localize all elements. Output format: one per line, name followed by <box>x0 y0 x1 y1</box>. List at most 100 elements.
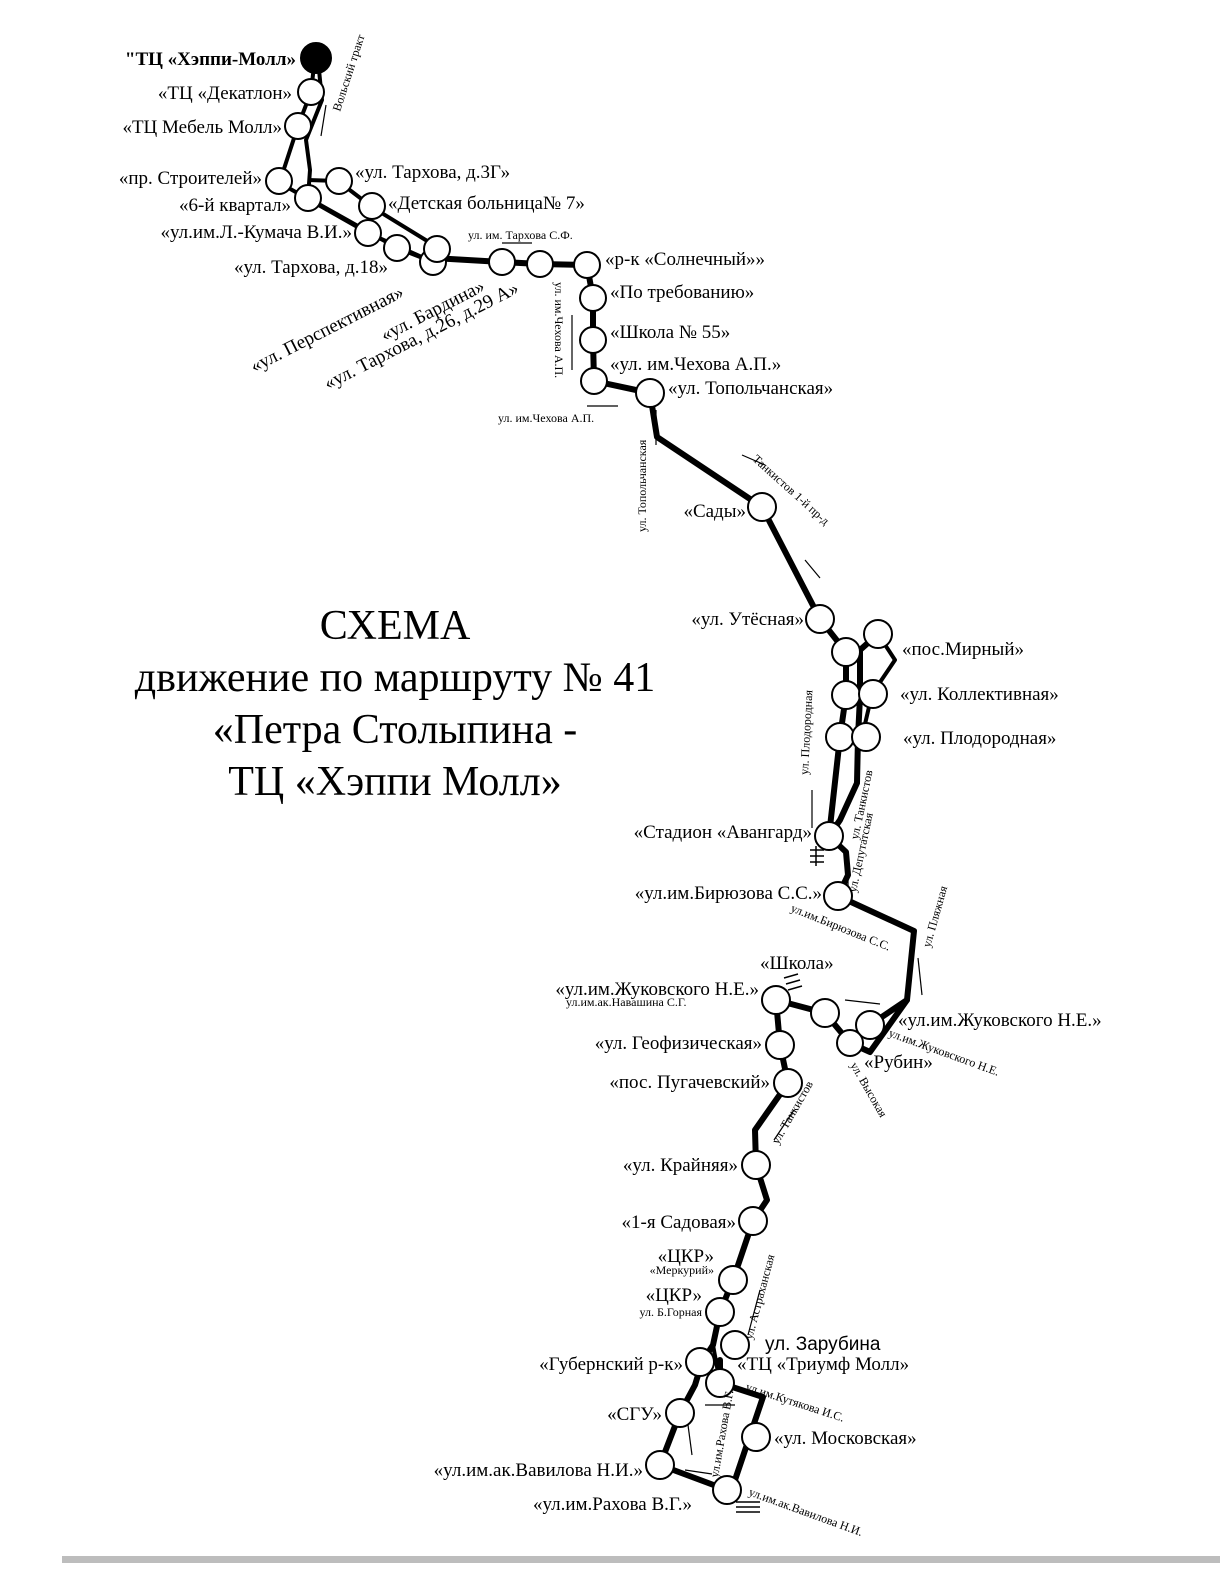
stop-circle <box>773 1068 803 1098</box>
stop-label: «ул. Тархова, д.26, д.29 А» <box>321 278 523 395</box>
stop-circle <box>831 680 861 710</box>
stop-label: «ул. Утёсная» <box>691 609 804 630</box>
stop-label: «Сады» <box>683 501 746 522</box>
stop-circle <box>297 78 325 106</box>
stop-label: «пос.Мирный» <box>902 639 1024 660</box>
street-arrow <box>687 1424 693 1456</box>
stop-circle <box>823 881 853 911</box>
stop-circle <box>358 192 386 220</box>
stop-circle <box>580 367 608 395</box>
stop-circle <box>526 250 554 278</box>
title-line: СХЕМА <box>319 603 471 649</box>
stop-circle <box>383 234 411 262</box>
stop-label: «6-й квартал» <box>179 195 291 216</box>
street-arrow <box>684 1469 713 1475</box>
title-line: движение по маршруту № 41 <box>134 655 656 701</box>
stop-label: «ЦКР» <box>646 1285 702 1306</box>
stop-label: «Школа» <box>760 953 834 974</box>
stop-circle <box>825 722 855 752</box>
stop-label: «ул. Тархова, д.18» <box>234 257 388 278</box>
stop-label: "ТЦ «Хэппи-Молл» <box>125 49 296 70</box>
stop-circle <box>712 1475 742 1505</box>
stop-label: «ул. Крайняя» <box>623 1155 738 1176</box>
street-label: ул. Пляжная <box>919 884 950 949</box>
route-segment <box>307 178 439 249</box>
stop-label: «пос. Пугачевский» <box>609 1072 770 1093</box>
street-label: ул.им.Рахова В.Г. <box>707 1389 736 1479</box>
stop-circle <box>858 679 888 709</box>
stop-label: «ул. им.Чехова А.П.» <box>610 354 781 375</box>
stop-circle <box>741 1422 771 1452</box>
stop-circle <box>294 184 322 212</box>
stop-circle <box>685 1347 715 1377</box>
stop-label: «Стадион «Авангард» <box>634 822 812 843</box>
stop-circle <box>718 1265 748 1295</box>
stop-label: «пр. Строителей» <box>119 168 262 189</box>
street-arrow <box>844 999 881 1005</box>
stop-circle <box>284 112 312 140</box>
stop-label: ул. Зарубина <box>765 1334 881 1355</box>
stop-label: «ул. Коллективная» <box>900 684 1059 705</box>
stop-circle <box>579 326 607 354</box>
stop-label: «По требованию» <box>610 282 754 303</box>
street-arrow <box>917 957 923 996</box>
street-arrow <box>804 559 821 579</box>
stop-circle <box>325 167 353 195</box>
stop-circle <box>705 1297 735 1327</box>
stop-circle <box>423 235 451 263</box>
street-label: ул. им.Чехова А.П. <box>552 282 566 378</box>
stop-circle <box>863 619 893 649</box>
stop-circle <box>354 219 382 247</box>
street-arrow <box>741 454 766 466</box>
street-arrow <box>773 1109 795 1141</box>
stop-terminal-circle <box>300 42 332 74</box>
stop-label: «Губернский р-к» <box>539 1354 683 1375</box>
stop-circle <box>738 1206 768 1236</box>
stop-circle <box>265 167 293 195</box>
page-bottom-divider <box>62 1556 1220 1563</box>
street-arrow <box>747 1289 761 1336</box>
stop-label: «Рубин» <box>864 1052 933 1073</box>
stop-label: «ул. Плодородная» <box>903 728 1056 749</box>
street-label: ул.им.ак.Навашина С.Г. <box>566 995 686 1009</box>
title-line: «Петра Столыпина - <box>212 707 578 753</box>
stop-label: «ул. Топольчанская» <box>668 378 833 399</box>
stop-circle <box>579 284 607 312</box>
stop-circle <box>761 985 791 1015</box>
street-label: ул. Астраханская <box>741 1252 777 1340</box>
stop-label: «ул.им.Жуковского Н.Е.» <box>555 979 759 1000</box>
stop-sublabel: «Меркурий» <box>650 1263 714 1277</box>
stop-circle <box>705 1368 735 1398</box>
stop-label: «ул.им.Рахова В.Г.» <box>533 1494 692 1515</box>
street-label: ул. им. Тархова С.Ф. <box>468 228 573 242</box>
stop-label: «1-я Садовая» <box>622 1212 736 1233</box>
stop-circle <box>741 1150 771 1180</box>
stop-circle <box>836 1029 864 1057</box>
stop-label: «ЦКР» <box>658 1246 714 1267</box>
stop-label: «СГУ» <box>607 1404 662 1425</box>
stop-circle <box>635 378 665 408</box>
stop-label: «ТЦ «Декатлон» <box>158 83 292 104</box>
stop-circle <box>765 1030 795 1060</box>
stop-circle <box>720 1330 750 1360</box>
street-arrow <box>320 104 327 137</box>
street-label: Вольский тракт <box>330 32 368 113</box>
route-segment <box>278 56 317 182</box>
stops <box>265 42 893 1505</box>
stop-label: «ТЦ «Триумф Молл» <box>737 1354 909 1375</box>
stop-circle <box>747 492 777 522</box>
stop-label: «ул.им.Л.-Кумача В.И.» <box>161 222 353 243</box>
street-label: ул. Плодородная <box>797 689 815 775</box>
stop-label: «ул. Московская» <box>774 1428 917 1449</box>
route-segment <box>647 390 823 622</box>
stop-sublabel: ул. Б.Горная <box>639 1305 702 1319</box>
stop-label: «р-к «Солнечный»» <box>605 249 765 270</box>
stop-circle <box>814 821 844 851</box>
stop-circle <box>855 1010 885 1040</box>
stop-label: «ул.им.ак.Вавилова Н.И.» <box>434 1460 643 1481</box>
stop-circle <box>810 998 840 1028</box>
route-segment <box>430 255 590 268</box>
stop-circle <box>488 248 516 276</box>
title-line: ТЦ «Хэппи Молл» <box>228 759 562 805</box>
